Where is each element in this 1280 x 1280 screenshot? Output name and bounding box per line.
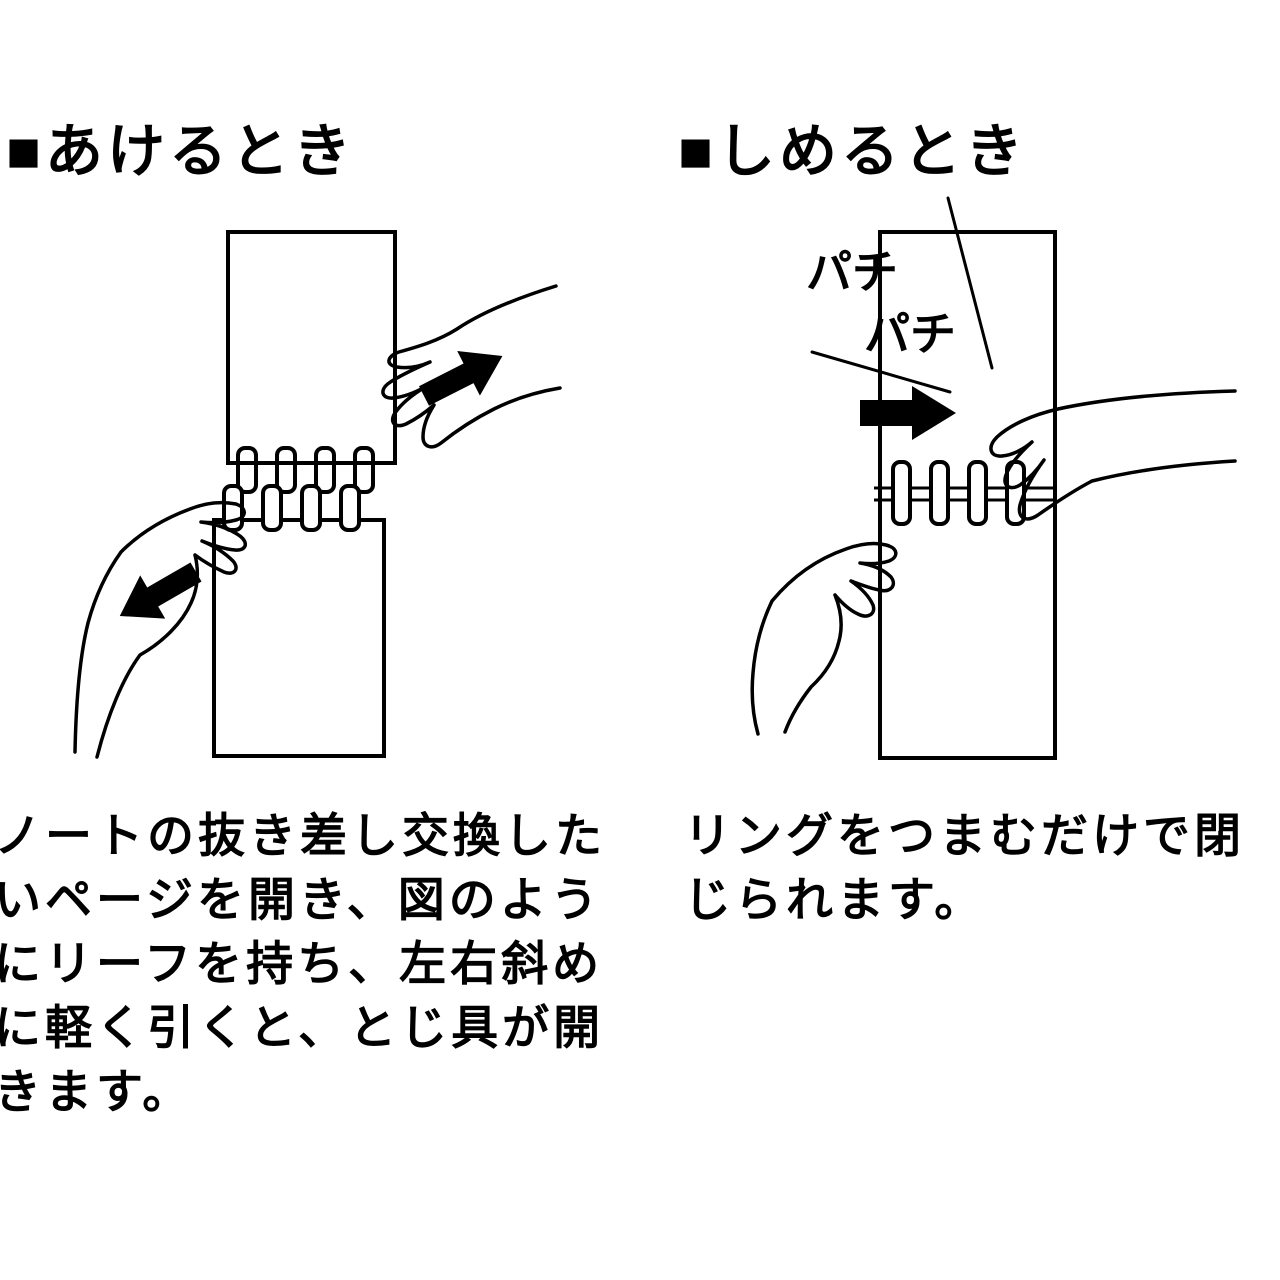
caption-line: じられます。 bbox=[684, 873, 986, 926]
holding-hand bbox=[750, 541, 898, 736]
pinching-hand bbox=[989, 389, 1237, 521]
caption-line: ノートの抜き差し交換した bbox=[0, 809, 606, 862]
arrow-right-icon bbox=[860, 386, 956, 440]
section-title-closing: ■しめるとき bbox=[678, 119, 1028, 184]
caption-line: きます。 bbox=[0, 1065, 194, 1118]
arrow-up-right-icon bbox=[419, 351, 503, 406]
caption-line: に軽く引くと、とじ具が開 bbox=[0, 1001, 605, 1054]
open-diagram bbox=[73, 230, 562, 759]
closing-caption: リングをつまむだけで閉 じられます。 bbox=[684, 804, 1245, 932]
caption-line: にリーフを持ち、左右斜め bbox=[0, 937, 604, 990]
snap-sfx-label-2: パチ bbox=[864, 308, 956, 360]
close-rings bbox=[891, 460, 1026, 526]
open-top-page bbox=[226, 230, 397, 465]
open-rings-bottom bbox=[222, 484, 361, 532]
snap-lines bbox=[810, 196, 994, 394]
caption-line: リングをつまむだけで閉 bbox=[684, 809, 1245, 862]
close-diagram bbox=[750, 196, 1237, 760]
upper-hand bbox=[381, 284, 562, 449]
lower-hand bbox=[73, 500, 248, 759]
snap-sfx-label-1: パチ bbox=[806, 246, 898, 298]
caption-line: いページを開き、図のよう bbox=[0, 873, 602, 926]
open-bottom-page bbox=[212, 518, 386, 758]
opening-caption: ノートの抜き差し交換した いページを開き、図のよう にリーフを持ち、左右斜め に… bbox=[0, 804, 606, 1124]
arrow-down-left-icon bbox=[119, 562, 202, 619]
section-title-opening: ■あけるとき bbox=[6, 119, 356, 184]
open-rings-top bbox=[236, 446, 375, 494]
